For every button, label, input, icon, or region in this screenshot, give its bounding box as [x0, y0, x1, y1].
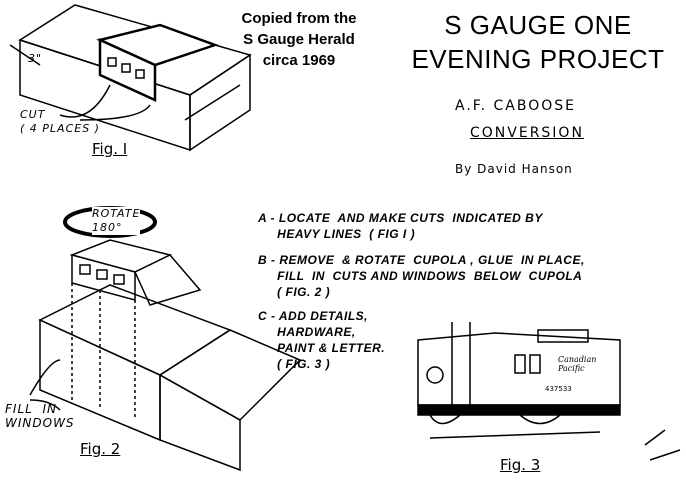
fig1-caboose-drawing [9, 4, 252, 152]
car-number: 437533 [545, 385, 572, 393]
fig2-fill-label: FILL IN WINDOWS [5, 402, 75, 430]
instruction-b: B - REMOVE & ROTATE CUPOLA , GLUE IN PLA… [258, 253, 585, 299]
subtitle-2: CONVERSION [470, 125, 584, 141]
fig1-cut-label: CUT ( 4 PLACES ) [20, 108, 100, 135]
car-lettering: Canadian Pacific [558, 355, 597, 373]
fig2-caption: Fig. 2 [80, 440, 121, 458]
title-line-2: EVENING PROJECT [411, 44, 665, 74]
instruction-a: A - LOCATE AND MAKE CUTS INDICATED BY HE… [258, 211, 543, 241]
subtitle-1: A.F. CABOOSE [455, 98, 576, 114]
source-line-2: S Gauge Herald [243, 31, 355, 48]
title-line-1: S GAUGE ONE [444, 10, 632, 40]
page-title: S GAUGE ONE EVENING PROJECT [396, 8, 680, 76]
source-line-3: circa 1969 [262, 52, 336, 69]
fig2-caboose-drawing [29, 206, 302, 472]
instruction-c: C - ADD DETAILS, HARDWARE, PAINT & LETTE… [258, 309, 386, 371]
fig3-caboose-drawing [417, 322, 681, 461]
source-note: Copied from the S Gauge Herald circa 196… [224, 8, 374, 71]
author: By David Hanson [455, 162, 573, 176]
fig1-caption: Fig. I [92, 140, 128, 158]
fig1-dimension: 3" [28, 52, 43, 65]
fig3-caption: Fig. 3 [500, 456, 541, 474]
source-line-1: Copied from the [241, 10, 357, 27]
fig2-rotate-label: ROTATE 180° [92, 207, 141, 235]
